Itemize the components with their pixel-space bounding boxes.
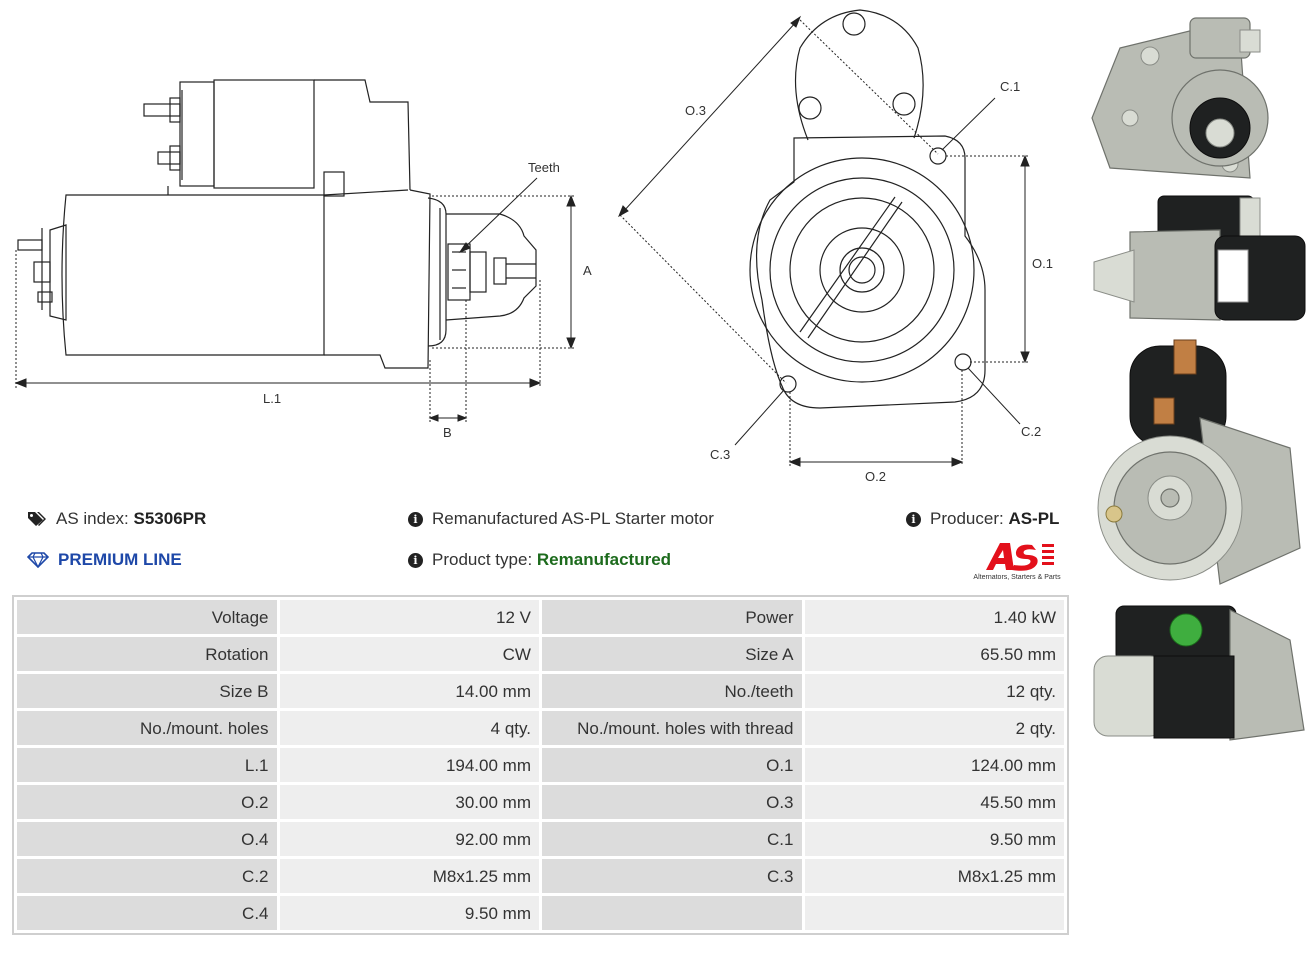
spec-key: Rotation bbox=[14, 634, 280, 674]
spec-value: 12 V bbox=[276, 597, 542, 637]
description-text: Remanufactured AS-PL Starter motor bbox=[432, 509, 714, 528]
o1-label: O.1 bbox=[1032, 256, 1053, 271]
spec-value: 14.00 mm bbox=[276, 671, 542, 711]
spec-key: O.3 bbox=[538, 782, 805, 822]
spec-key: O.2 bbox=[14, 782, 280, 822]
spec-key: C.4 bbox=[14, 893, 280, 933]
spec-key: C.1 bbox=[538, 819, 805, 859]
spec-value: 9.50 mm bbox=[801, 819, 1067, 859]
as-logo: Alternators, Starters & Parts bbox=[966, 540, 1068, 584]
product-photo-side bbox=[1093, 195, 1306, 321]
spec-value: 92.00 mm bbox=[276, 819, 542, 859]
c1-label: C.1 bbox=[1000, 79, 1020, 94]
spec-key bbox=[538, 893, 805, 933]
c2-label: C.2 bbox=[1021, 424, 1041, 439]
product-type-value: Remanufactured bbox=[536, 550, 672, 569]
technical-drawings: Teeth A B L.1 bbox=[14, 9, 1053, 484]
o2-label: O.2 bbox=[865, 469, 886, 484]
producer: i Producer: AS-PL bbox=[906, 509, 1059, 529]
diamond-icon bbox=[27, 552, 49, 568]
b-label: B bbox=[443, 425, 452, 440]
info-icon: i bbox=[906, 511, 921, 527]
spec-value: 2 qty. bbox=[801, 708, 1067, 748]
info-icon: i bbox=[408, 552, 423, 568]
spec-key: C.3 bbox=[538, 856, 805, 896]
spec-value bbox=[801, 893, 1067, 933]
o3-label: O.3 bbox=[685, 103, 706, 118]
a-label: A bbox=[583, 263, 592, 278]
premium-line-label: PREMIUM LINE bbox=[58, 550, 182, 569]
spec-value: 30.00 mm bbox=[276, 782, 542, 822]
premium-line: PREMIUM LINE bbox=[27, 550, 182, 570]
c3-label: C.3 bbox=[710, 447, 730, 462]
producer-label: Producer: bbox=[930, 509, 1004, 528]
product-type: i Product type: Remanufactured bbox=[408, 550, 671, 570]
spec-value: 9.50 mm bbox=[276, 893, 542, 933]
spec-value: M8x1.25 mm bbox=[801, 856, 1067, 896]
spec-value: M8x1.25 mm bbox=[276, 856, 542, 896]
spec-key: O.1 bbox=[538, 745, 805, 785]
tag-icon bbox=[27, 511, 47, 527]
spec-value: 124.00 mm bbox=[801, 745, 1067, 785]
spec-key: No./teeth bbox=[538, 671, 805, 711]
spec-value: CW bbox=[276, 634, 542, 674]
spec-key: No./mount. holes with thread bbox=[538, 708, 805, 748]
as-index-value: S5306PR bbox=[133, 509, 207, 528]
producer-value: AS-PL bbox=[1008, 509, 1060, 528]
spec-value: 12 qty. bbox=[801, 671, 1067, 711]
spec-key: No./mount. holes bbox=[14, 708, 280, 748]
spec-value: 1.40 kW bbox=[801, 597, 1067, 637]
teeth-label: Teeth bbox=[528, 160, 560, 175]
spec-key: Size B bbox=[14, 671, 280, 711]
as-index: AS index: S5306PR bbox=[27, 509, 206, 529]
product-photo-angle bbox=[1093, 605, 1305, 741]
product-photo-rear bbox=[1097, 339, 1301, 585]
spec-value: 194.00 mm bbox=[276, 745, 542, 785]
description: i Remanufactured AS-PL Starter motor bbox=[408, 509, 714, 529]
info-icon: i bbox=[408, 511, 423, 527]
spec-key: Voltage bbox=[14, 597, 280, 637]
spec-key: O.4 bbox=[14, 819, 280, 859]
spec-value: 4 qty. bbox=[276, 708, 542, 748]
product-photo-front bbox=[1091, 17, 1269, 179]
spec-value: 65.50 mm bbox=[801, 634, 1067, 674]
as-index-label: AS index: bbox=[56, 509, 129, 528]
spec-key: Size A bbox=[538, 634, 805, 674]
product-type-label: Product type: bbox=[432, 550, 533, 569]
l1-label: L.1 bbox=[263, 391, 281, 406]
spec-value: 45.50 mm bbox=[801, 782, 1067, 822]
spec-key: C.2 bbox=[14, 856, 280, 896]
spec-key: L.1 bbox=[14, 745, 280, 785]
logo-caption: Alternators, Starters & Parts bbox=[973, 574, 1061, 581]
spec-key: Power bbox=[538, 597, 805, 637]
